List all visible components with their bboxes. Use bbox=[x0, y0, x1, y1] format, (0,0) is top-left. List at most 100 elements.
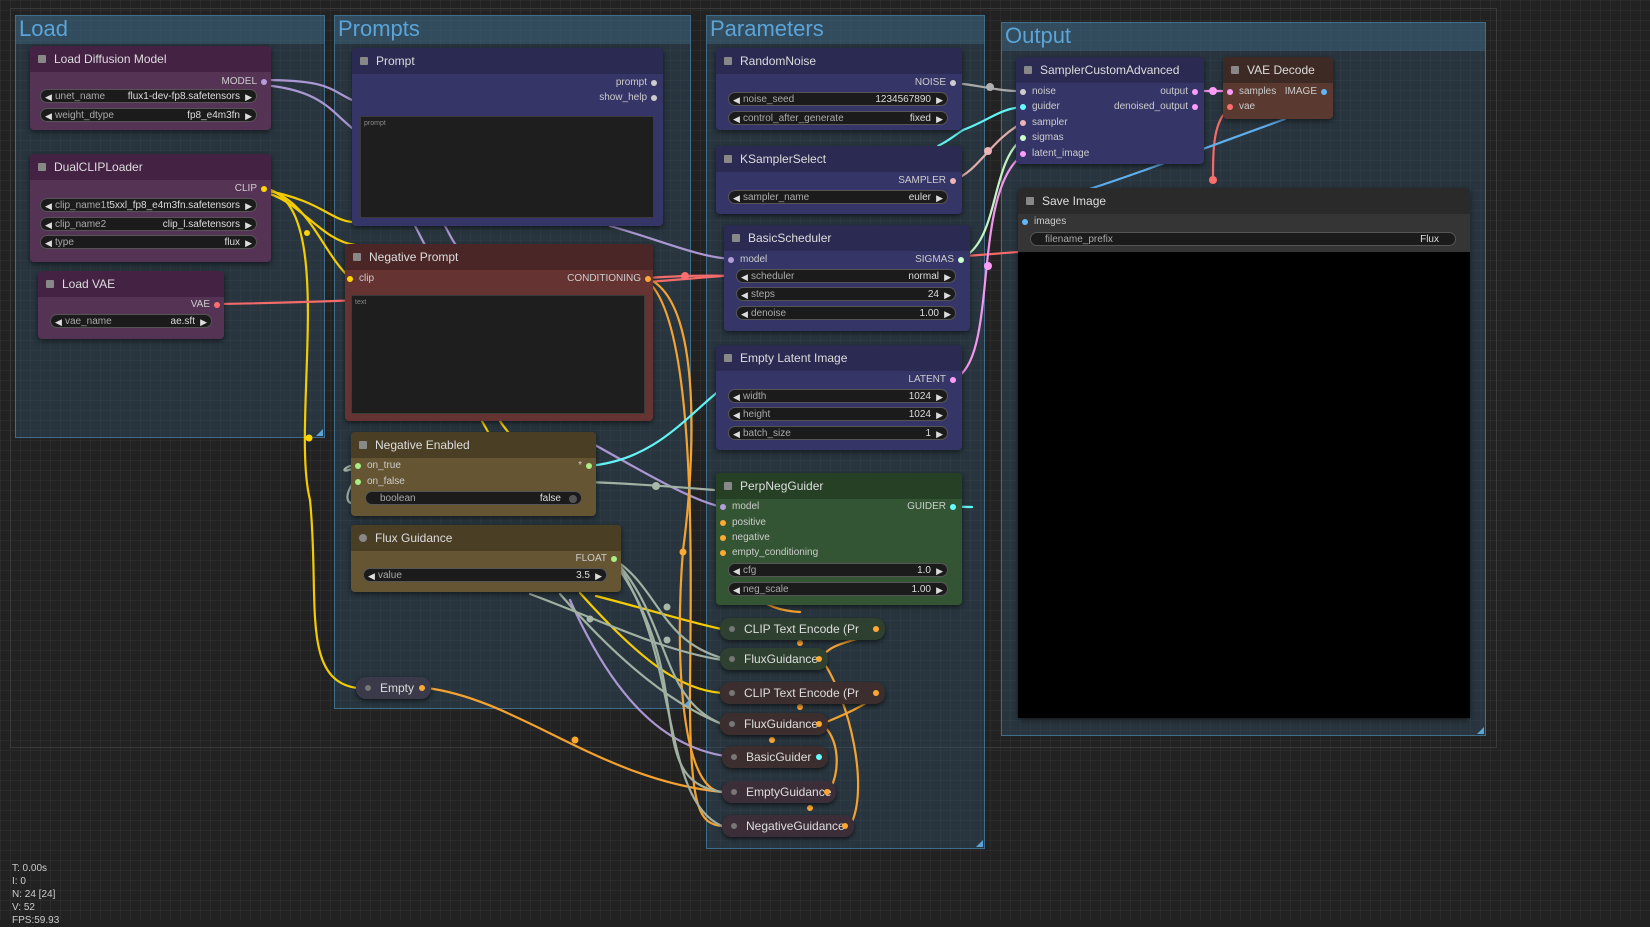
slot-dot-icon[interactable] bbox=[1020, 104, 1026, 110]
output-noise[interactable]: NOISE bbox=[915, 77, 956, 89]
wire-prompt-4[interactable] bbox=[498, 419, 510, 434]
collapse-icon[interactable] bbox=[38, 163, 46, 171]
node-flux-guidance-collapsed[interactable]: FluxGuidance bbox=[720, 648, 828, 670]
output-guider[interactable]: GUIDER bbox=[907, 501, 956, 513]
negative-textarea[interactable]: text bbox=[351, 295, 645, 414]
output-image[interactable]: IMAGE bbox=[1285, 86, 1327, 98]
node-header[interactable]: RandomNoise bbox=[716, 48, 962, 74]
slot-dot-icon[interactable] bbox=[214, 302, 220, 308]
arrow-right-icon[interactable]: ▶ bbox=[936, 585, 943, 595]
arrow-right-icon[interactable]: ▶ bbox=[936, 566, 943, 576]
input-empty-conditioning[interactable]: empty_conditioning bbox=[720, 547, 818, 559]
slot-dot-icon[interactable] bbox=[355, 479, 361, 485]
collapse-dot-icon[interactable] bbox=[731, 754, 737, 760]
slot-dot-icon[interactable] bbox=[950, 178, 956, 184]
input-on-false[interactable]: on_false bbox=[355, 476, 405, 488]
collapse-dot-icon[interactable] bbox=[729, 626, 735, 632]
collapse-icon[interactable] bbox=[359, 534, 367, 542]
input-noise[interactable]: noise bbox=[1020, 86, 1056, 98]
collapse-icon[interactable] bbox=[724, 354, 732, 362]
arrow-left-icon[interactable]: ◀ bbox=[45, 201, 52, 211]
node-header[interactable]: PerpNegGuider bbox=[716, 473, 962, 499]
input-images[interactable]: images bbox=[1022, 216, 1066, 228]
arrow-left-icon[interactable]: ◀ bbox=[733, 585, 740, 595]
arrow-right-icon[interactable]: ▶ bbox=[936, 193, 943, 203]
group-output-header[interactable] bbox=[1002, 23, 1485, 51]
slot-dot-icon[interactable] bbox=[1020, 89, 1026, 95]
arrow-right-icon[interactable]: ▶ bbox=[936, 95, 943, 105]
wire-prompt-1[interactable] bbox=[413, 224, 427, 247]
node-header[interactable]: SamplerCustomAdvanced bbox=[1016, 57, 1204, 83]
output-output[interactable]: output bbox=[1160, 86, 1198, 98]
wire-cond-1[interactable] bbox=[644, 276, 724, 794]
arrow-right-icon[interactable]: ▶ bbox=[936, 392, 943, 402]
wire-clip-encode-3[interactable] bbox=[594, 594, 724, 631]
arrow-left-icon[interactable]: ◀ bbox=[741, 272, 748, 282]
wire-guider-sampler-2[interactable] bbox=[936, 128, 965, 148]
output-any[interactable]: * bbox=[578, 460, 592, 472]
arrow-right-icon[interactable]: ▶ bbox=[245, 111, 252, 121]
output-model[interactable]: MODEL bbox=[221, 76, 267, 88]
arrow-left-icon[interactable]: ◀ bbox=[45, 238, 52, 248]
slot-dot-icon[interactable] bbox=[1020, 135, 1026, 141]
arrow-left-icon[interactable]: ◀ bbox=[741, 309, 748, 319]
input-guider[interactable]: guider bbox=[1020, 101, 1060, 113]
node-prompt[interactable]: Prompt prompt show_help prompt bbox=[352, 48, 663, 226]
node-negative-guidance-collapsed[interactable]: NegativeGuidance bbox=[722, 815, 854, 837]
node-header[interactable]: DualCLIPLoader bbox=[30, 154, 271, 180]
output-conditioning[interactable]: CONDITIONING bbox=[567, 273, 651, 285]
output-denoised-output[interactable]: denoised_output bbox=[1114, 101, 1198, 113]
node-header[interactable]: Flux Guidance bbox=[351, 525, 621, 551]
input-negative[interactable]: negative bbox=[720, 532, 770, 544]
arrow-left-icon[interactable]: ◀ bbox=[45, 92, 52, 102]
wire-model-scheduler-2[interactable] bbox=[608, 224, 735, 261]
slot-dot-icon[interactable] bbox=[950, 504, 956, 510]
slot-dot-icon[interactable] bbox=[720, 504, 726, 510]
slot-dot-icon[interactable] bbox=[1022, 219, 1028, 225]
group-load-header[interactable] bbox=[16, 16, 324, 44]
resize-handle-icon[interactable] bbox=[1477, 727, 1484, 734]
collapse-icon[interactable] bbox=[732, 234, 740, 242]
slot-dot-icon[interactable] bbox=[645, 276, 651, 282]
wire-prompt-2[interactable] bbox=[443, 224, 458, 247]
output-prompt[interactable]: prompt bbox=[616, 77, 657, 89]
arrow-right-icon[interactable]: ▶ bbox=[936, 429, 943, 439]
slot-dot-icon[interactable] bbox=[1192, 89, 1198, 95]
slot-dot-icon[interactable] bbox=[1227, 104, 1233, 110]
output-sampler[interactable]: SAMPLER bbox=[898, 175, 956, 187]
node-clip-text-encode-collapsed[interactable]: CLIP Text Encode (Pr bbox=[720, 618, 885, 640]
arrow-left-icon[interactable]: ◀ bbox=[733, 429, 740, 439]
arrow-right-icon[interactable]: ▶ bbox=[944, 309, 951, 319]
node-empty-collapsed[interactable]: Empty bbox=[356, 677, 431, 699]
arrow-left-icon[interactable]: ◀ bbox=[733, 566, 740, 576]
wire-sigmas-sampler[interactable] bbox=[960, 136, 1026, 260]
collapse-icon[interactable] bbox=[724, 482, 732, 490]
input-vae[interactable]: vae bbox=[1227, 101, 1255, 113]
slot-dot-icon[interactable] bbox=[816, 656, 822, 662]
reroute-dots[interactable] bbox=[304, 83, 1217, 811]
arrow-right-icon[interactable]: ▶ bbox=[200, 317, 207, 327]
slot-dot-icon[interactable] bbox=[1020, 120, 1026, 126]
arrow-right-icon[interactable]: ▶ bbox=[245, 220, 252, 230]
prompt-textarea[interactable]: prompt bbox=[360, 116, 654, 218]
collapse-dot-icon[interactable] bbox=[729, 656, 735, 662]
arrow-left-icon[interactable]: ◀ bbox=[45, 111, 52, 121]
node-basic-guider-collapsed[interactable]: BasicGuider bbox=[722, 746, 828, 768]
arrow-right-icon[interactable]: ▶ bbox=[936, 114, 943, 124]
input-sampler[interactable]: sampler bbox=[1020, 117, 1068, 129]
output-show-help[interactable]: show_help bbox=[599, 92, 657, 104]
slot-dot-icon[interactable] bbox=[873, 690, 879, 696]
input-sigmas[interactable]: sigmas bbox=[1020, 132, 1064, 144]
arrow-left-icon[interactable]: ◀ bbox=[45, 220, 52, 230]
